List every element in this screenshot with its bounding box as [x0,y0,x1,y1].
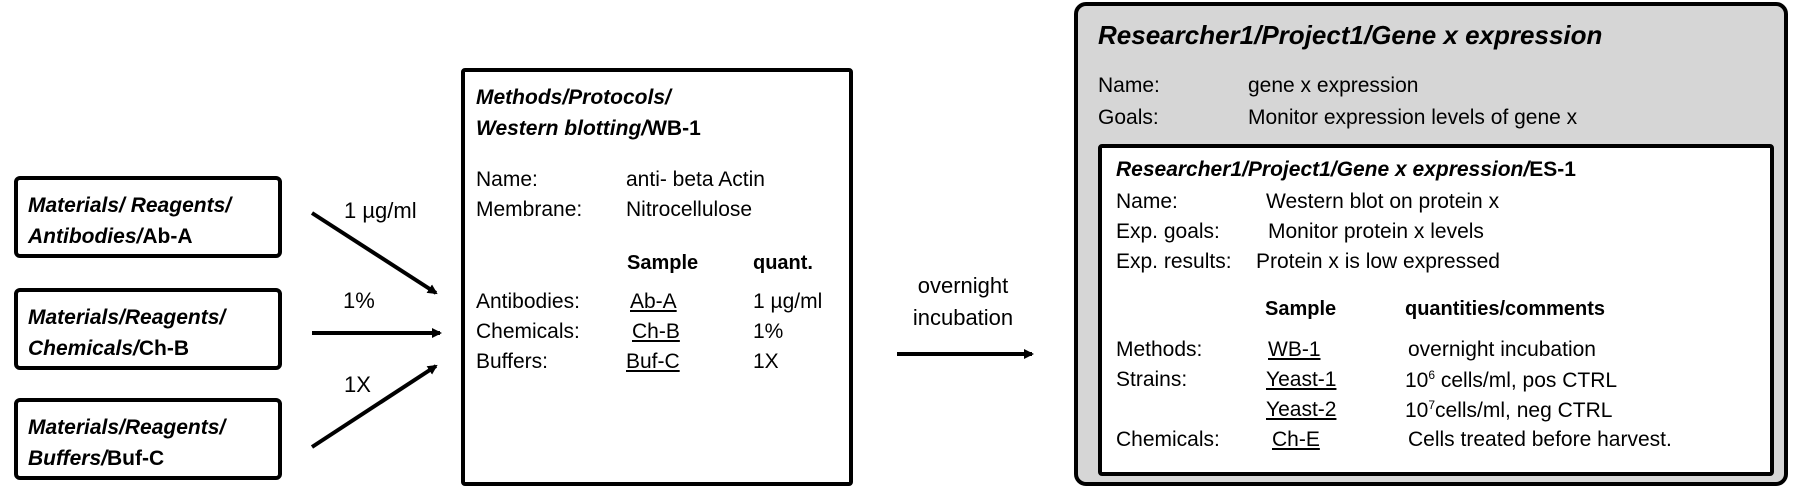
experiment-title: Researcher1/Project1/Gene x expression/E… [1116,158,1576,182]
experiment-field-label: Exp. results: [1116,250,1232,273]
protocol-title: Methods/Protocols/ Western blotting/WB-1 [476,82,701,144]
experiment-row-label: Methods: [1116,338,1203,361]
arrow-antibody [310,211,438,295]
material-id: Ab-A [142,225,193,248]
material-box-buffer[interactable]: Materials/Reagents/ Buffers/Buf-C [14,398,282,480]
protocol-row-sample-link[interactable]: Ch-B [632,320,680,343]
material-path: Materials/ Reagents/ [28,194,232,217]
material-category: Chemicals/ [28,337,139,360]
project-title-text: Researcher1/Project1/Gene x expression [1098,20,1603,50]
project-box[interactable]: Researcher1/Project1/Gene x expression N… [1074,2,1788,486]
protocol-row-label: Buffers: [476,350,548,373]
protocol-col-quant: quant. [753,252,813,274]
experiment-row-comment: 107cells/ml, neg CTRL [1405,398,1612,423]
experiment-row-comment: 106 cells/ml, pos CTRL [1405,368,1617,393]
comment-rest: cells/ml, pos CTRL [1435,369,1618,392]
protocol-row-quant: 1% [753,320,784,343]
experiment-row-label: Strains: [1116,368,1188,391]
experiment-row-sample-link[interactable]: Yeast-2 [1266,398,1337,421]
experiment-row-comment: Cells treated before harvest. [1408,428,1672,451]
comment-base: 10 [1405,369,1429,392]
project-name-label: Name: [1098,74,1160,97]
experiment-box[interactable]: Researcher1/Project1/Gene x expression/E… [1098,144,1774,476]
experiment-field-value: Monitor protein x levels [1268,220,1484,243]
protocol-box[interactable]: Methods/Protocols/ Western blotting/WB-1… [461,68,853,486]
experiment-path: Researcher1/Project1/Gene x expression/ [1116,158,1530,181]
experiment-field-label: Exp. goals: [1116,220,1220,243]
project-goals-label: Goals: [1098,106,1159,129]
comment-rest: cells/ml, neg CTRL [1435,399,1613,422]
protocol-row-quant: 1 µg/ml [753,290,823,313]
material-path: Materials/Reagents/ [28,306,226,329]
protocol-row-sample-link[interactable]: Ab-A [630,290,677,313]
material-category: Antibodies/ [28,225,143,248]
experiment-row-sample-link[interactable]: Yeast-1 [1266,368,1337,391]
experiment-row-label: Chemicals: [1116,428,1220,451]
material-category: Buffers/ [28,447,107,470]
comment-base: 10 [1405,399,1429,422]
arrow-label-chemical: 1% [343,288,375,313]
protocol-path-line1: Methods/Protocols/ [476,86,671,109]
material-box-antibody[interactable]: Materials/ Reagents/ Antibodies/Ab-A [14,176,282,258]
protocol-path-line2: Western blotting/ [476,117,648,140]
experiment-field-label: Name: [1116,190,1178,213]
protocol-membrane-label: Membrane: [476,198,583,221]
experiment-row-sample-link[interactable]: WB-1 [1268,338,1321,361]
protocol-name-label: Name: [476,168,538,191]
arrow-label-antibody: 1 µg/ml [344,198,417,223]
project-goals-value: Monitor expression levels of gene x [1248,106,1578,129]
protocol-id: WB-1 [647,117,701,140]
incubation-label: overnight incubation [897,270,1029,334]
protocol-row-sample-link[interactable]: Buf-C [626,350,680,373]
project-name-value: gene x expression [1248,74,1419,97]
incubation-label-line1: overnight [917,273,1009,298]
experiment-col-comments: quantities/comments [1405,298,1606,320]
material-box-chemical[interactable]: Materials/Reagents/ Chemicals/Ch-B [14,288,282,370]
material-id: Ch-B [138,337,190,360]
experiment-row-sample-link[interactable]: Ch-E [1272,428,1320,451]
arrow-label-buffer: 1X [344,372,371,397]
material-id: Buf-C [106,447,165,470]
material-path: Materials/Reagents/ [28,416,226,439]
protocol-row-label: Chemicals: [476,320,580,343]
protocol-col-sample: Sample [627,252,699,274]
protocol-row-quant: 1X [753,350,779,373]
experiment-id: ES-1 [1529,158,1576,181]
experiment-field-value: Western blot on protein x [1266,190,1500,213]
arrow-buffer [310,364,438,449]
project-title: Researcher1/Project1/Gene x expression [1098,20,1602,51]
protocol-row-label: Antibodies: [476,290,580,313]
comment-exponent: 7 [1428,398,1436,412]
protocol-membrane-value: Nitrocellulose [626,198,753,221]
experiment-row-comment: overnight incubation [1408,338,1596,361]
experiment-field-value: Protein x is low expressed [1256,250,1500,273]
comment-exponent: 6 [1428,368,1436,382]
incubation-label-line2: incubation [912,305,1014,330]
experiment-col-sample: Sample [1265,298,1337,320]
protocol-name-value: anti- beta Actin [626,168,765,191]
